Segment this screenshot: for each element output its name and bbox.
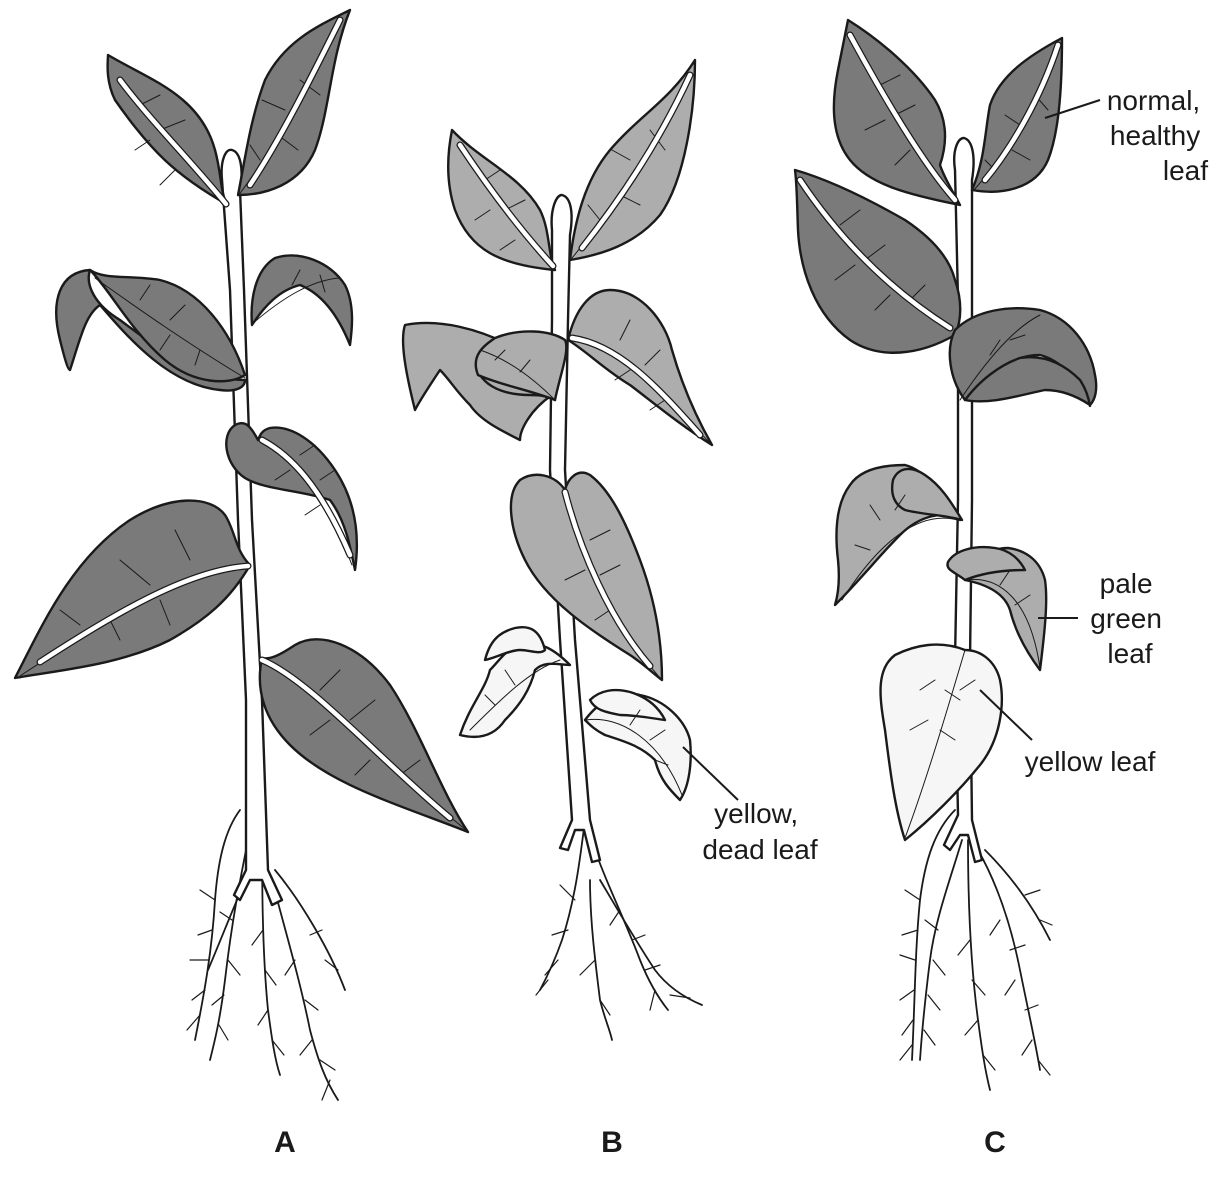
plant-a-leaf bbox=[252, 256, 352, 345]
yellow-leaf-label: yellow leaf bbox=[1025, 746, 1156, 777]
pale-green-leaf-label: pale green leaf bbox=[1090, 568, 1169, 669]
plant-a-label: A bbox=[274, 1126, 296, 1159]
plant-b-leaf bbox=[570, 60, 695, 260]
plant-c-leaves bbox=[795, 20, 1096, 840]
healthy-leaf-label: normal, healthy leaf bbox=[1107, 85, 1208, 186]
plant-b-roots bbox=[536, 820, 702, 1040]
plant-c-leaf bbox=[972, 38, 1062, 192]
plant-b bbox=[403, 60, 712, 1040]
plant-c bbox=[795, 20, 1096, 1090]
plant-c-yellow-leaf bbox=[881, 645, 1002, 840]
yellow-dead-leaf-pointer bbox=[683, 747, 738, 800]
plant-b-label: B bbox=[601, 1126, 623, 1159]
plant-labels: A B C bbox=[274, 1126, 1006, 1159]
yellow-dead-leaf-label: yellow, dead leaf bbox=[702, 798, 817, 865]
plant-c-label: C bbox=[984, 1126, 1006, 1159]
plant-a bbox=[15, 10, 468, 1100]
